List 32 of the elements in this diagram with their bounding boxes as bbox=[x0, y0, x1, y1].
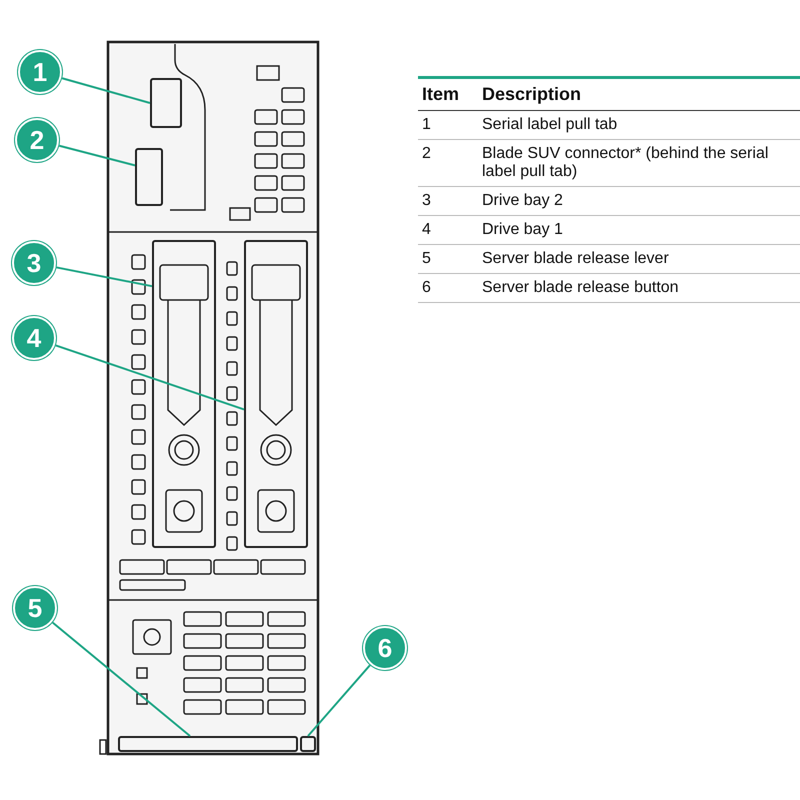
description-text: Server blade release button bbox=[481, 278, 680, 298]
item-number: 3 bbox=[421, 191, 432, 211]
column-header: Description bbox=[481, 83, 582, 106]
leader-line bbox=[307, 664, 371, 737]
item-number: 5 bbox=[421, 249, 432, 269]
description-text: Drive bay 1 bbox=[481, 220, 564, 240]
leader-line bbox=[56, 266, 152, 288]
column-header: Item bbox=[421, 83, 460, 106]
callout-number: 2 bbox=[15, 118, 59, 162]
description-text: Server blade release lever bbox=[481, 249, 670, 269]
callout-number: 4 bbox=[12, 316, 56, 360]
release-button bbox=[300, 736, 316, 752]
item-number: 1 bbox=[421, 115, 432, 135]
leader-line bbox=[62, 77, 150, 104]
drive-bay bbox=[152, 240, 216, 548]
item-number: 6 bbox=[421, 278, 432, 298]
drive-bay bbox=[244, 240, 308, 548]
connector-port bbox=[135, 148, 163, 206]
item-number: 2 bbox=[421, 144, 432, 164]
item-number: 4 bbox=[421, 220, 432, 240]
description-text: Blade SUV connector* (behind the serial label pull tab) bbox=[481, 144, 770, 182]
description-text: Drive bay 2 bbox=[481, 191, 564, 211]
release-lever bbox=[118, 736, 298, 752]
leader-line bbox=[59, 144, 136, 166]
description-text: Serial label pull tab bbox=[481, 115, 618, 135]
callout-number: 1 bbox=[18, 50, 62, 94]
callout-number: 6 bbox=[363, 626, 407, 670]
leader-line bbox=[52, 622, 191, 737]
callout-number: 5 bbox=[13, 586, 57, 630]
leader-line bbox=[55, 344, 244, 410]
callout-number: 3 bbox=[12, 241, 56, 285]
pull-tab bbox=[150, 78, 182, 128]
